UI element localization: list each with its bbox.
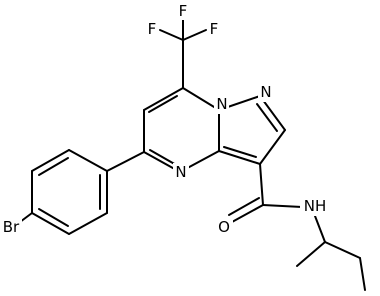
atom-o: O <box>218 218 230 236</box>
bond-ar1-ar2 <box>68 149 108 172</box>
atom-f-left: F <box>148 20 157 38</box>
bond-c5-aryl <box>106 151 145 172</box>
bond-n7a-c7 <box>182 87 220 111</box>
bond-n1-c2-inner <box>256 103 278 132</box>
bond-ar4-ar5-inner <box>38 208 69 227</box>
bond-camide-n <box>262 204 303 208</box>
bond-camide-o <box>231 204 264 223</box>
bond-ch-ch2 <box>324 241 361 259</box>
bond-ar4-ar5 <box>31 212 70 235</box>
atom-f-top: F <box>179 2 188 20</box>
bond-c2-c3 <box>259 129 286 165</box>
bond-c-f3 <box>182 29 207 41</box>
bond-ar2-ar3 <box>31 149 70 172</box>
bond-network <box>19 13 366 291</box>
bond-c3-c3a-inner <box>223 146 257 158</box>
bond-c7-c6-inner <box>148 95 178 113</box>
atom-nh: NH <box>304 197 327 215</box>
bond-c3-c3a <box>218 150 261 165</box>
bond-ar2-ar3-inner <box>38 157 69 176</box>
bond-camide-o-inner <box>228 197 260 216</box>
bond-c-f2 <box>159 29 184 41</box>
bond-ch2-ch3 <box>359 257 366 291</box>
atom-n-bridgehead: N <box>216 95 227 113</box>
bond-c3-camide <box>259 163 264 206</box>
bond-ar5-ar6 <box>68 212 108 235</box>
atom-n-pyrazole: N <box>260 83 271 101</box>
atom-n-pyrimidine: N <box>175 163 186 181</box>
bond-n-ch <box>314 215 326 243</box>
bond-c7-c6 <box>143 87 184 111</box>
bond-ch-ch3 <box>296 241 326 267</box>
atom-f-right: F <box>210 20 219 38</box>
atom-br: Br <box>3 218 20 236</box>
atom-labels: F F F N N N Br NH O <box>0 2 330 237</box>
